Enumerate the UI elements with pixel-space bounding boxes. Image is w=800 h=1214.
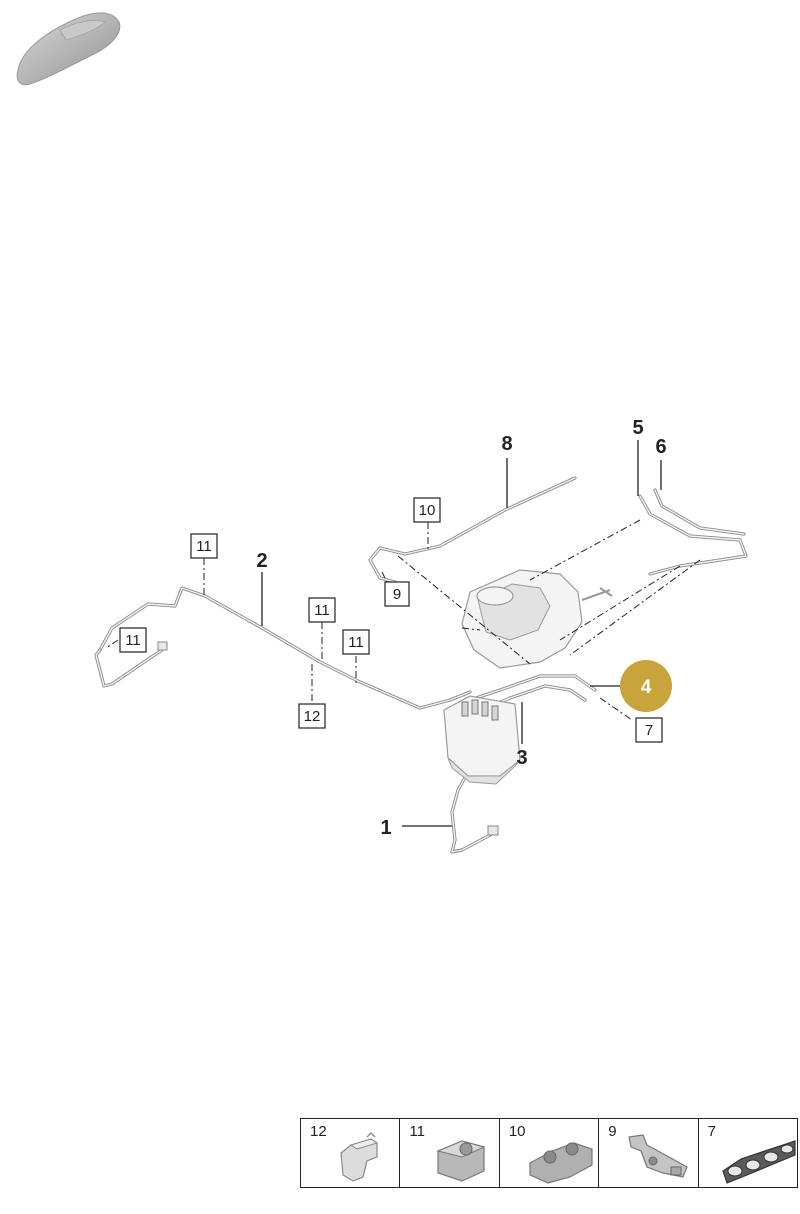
legend-number: 7 bbox=[707, 1123, 716, 1140]
legend-number: 9 bbox=[608, 1123, 617, 1140]
callout-2: 2 bbox=[256, 550, 267, 572]
brake-line-5-6 bbox=[638, 494, 748, 576]
legend-cell-12[interactable]: 12 bbox=[301, 1119, 401, 1187]
clip-12-icon bbox=[340, 1132, 379, 1182]
svg-text:11: 11 bbox=[125, 632, 141, 649]
svg-text:7: 7 bbox=[645, 722, 653, 739]
boxed-ref-11-a: 11 bbox=[190, 533, 218, 559]
parts-legend: 12 11 10 9 7 bbox=[300, 1118, 798, 1188]
clip-7-icon bbox=[721, 1140, 796, 1184]
callout-4: 4 bbox=[641, 677, 652, 698]
legend-number: 10 bbox=[508, 1123, 526, 1140]
clip-9-icon bbox=[628, 1134, 688, 1178]
callout-8: 8 bbox=[501, 433, 512, 455]
brake-line-2 bbox=[98, 586, 472, 710]
brake-line-3 bbox=[468, 674, 597, 702]
legend-cell-9[interactable]: 9 bbox=[599, 1119, 699, 1187]
svg-text:11: 11 bbox=[196, 538, 212, 555]
boxed-ref-11-c: 11 bbox=[342, 629, 370, 655]
boxed-ref-11-d: 11 bbox=[119, 627, 147, 653]
clip-11-icon bbox=[436, 1140, 486, 1182]
callout-1: 1 bbox=[380, 817, 391, 839]
brake-line-1 bbox=[450, 770, 494, 854]
boxed-ref-10: 10 bbox=[413, 497, 441, 523]
callout-3: 3 bbox=[516, 747, 527, 769]
callout-4-highlight[interactable]: 4 bbox=[620, 660, 672, 712]
abs-hydraulic-unit bbox=[443, 695, 521, 785]
reference-lines bbox=[105, 519, 701, 721]
svg-text:11: 11 bbox=[314, 602, 330, 619]
clip-10-icon bbox=[529, 1142, 593, 1184]
boxed-ref-12: 12 bbox=[298, 703, 326, 729]
svg-text:9: 9 bbox=[393, 586, 401, 603]
brake-line-8 bbox=[368, 476, 577, 584]
svg-text:11: 11 bbox=[348, 634, 364, 651]
boxed-ref-9: 9 bbox=[384, 581, 410, 607]
boxed-ref-11-b: 11 bbox=[308, 597, 336, 623]
brake-booster-assembly bbox=[461, 569, 613, 669]
legend-cell-7[interactable]: 7 bbox=[699, 1119, 797, 1187]
car-thumbnail-icon bbox=[16, 12, 121, 86]
svg-text:10: 10 bbox=[419, 502, 436, 519]
legend-cell-11[interactable]: 11 bbox=[400, 1119, 500, 1187]
legend-cell-10[interactable]: 10 bbox=[500, 1119, 600, 1187]
svg-text:12: 12 bbox=[304, 708, 321, 725]
callout-5: 5 bbox=[632, 417, 643, 439]
legend-number: 12 bbox=[310, 1123, 327, 1140]
boxed-ref-7: 7 bbox=[635, 717, 663, 743]
callout-6: 6 bbox=[655, 436, 666, 458]
legend-number: 11 bbox=[409, 1123, 425, 1140]
leader-lines bbox=[261, 440, 662, 827]
